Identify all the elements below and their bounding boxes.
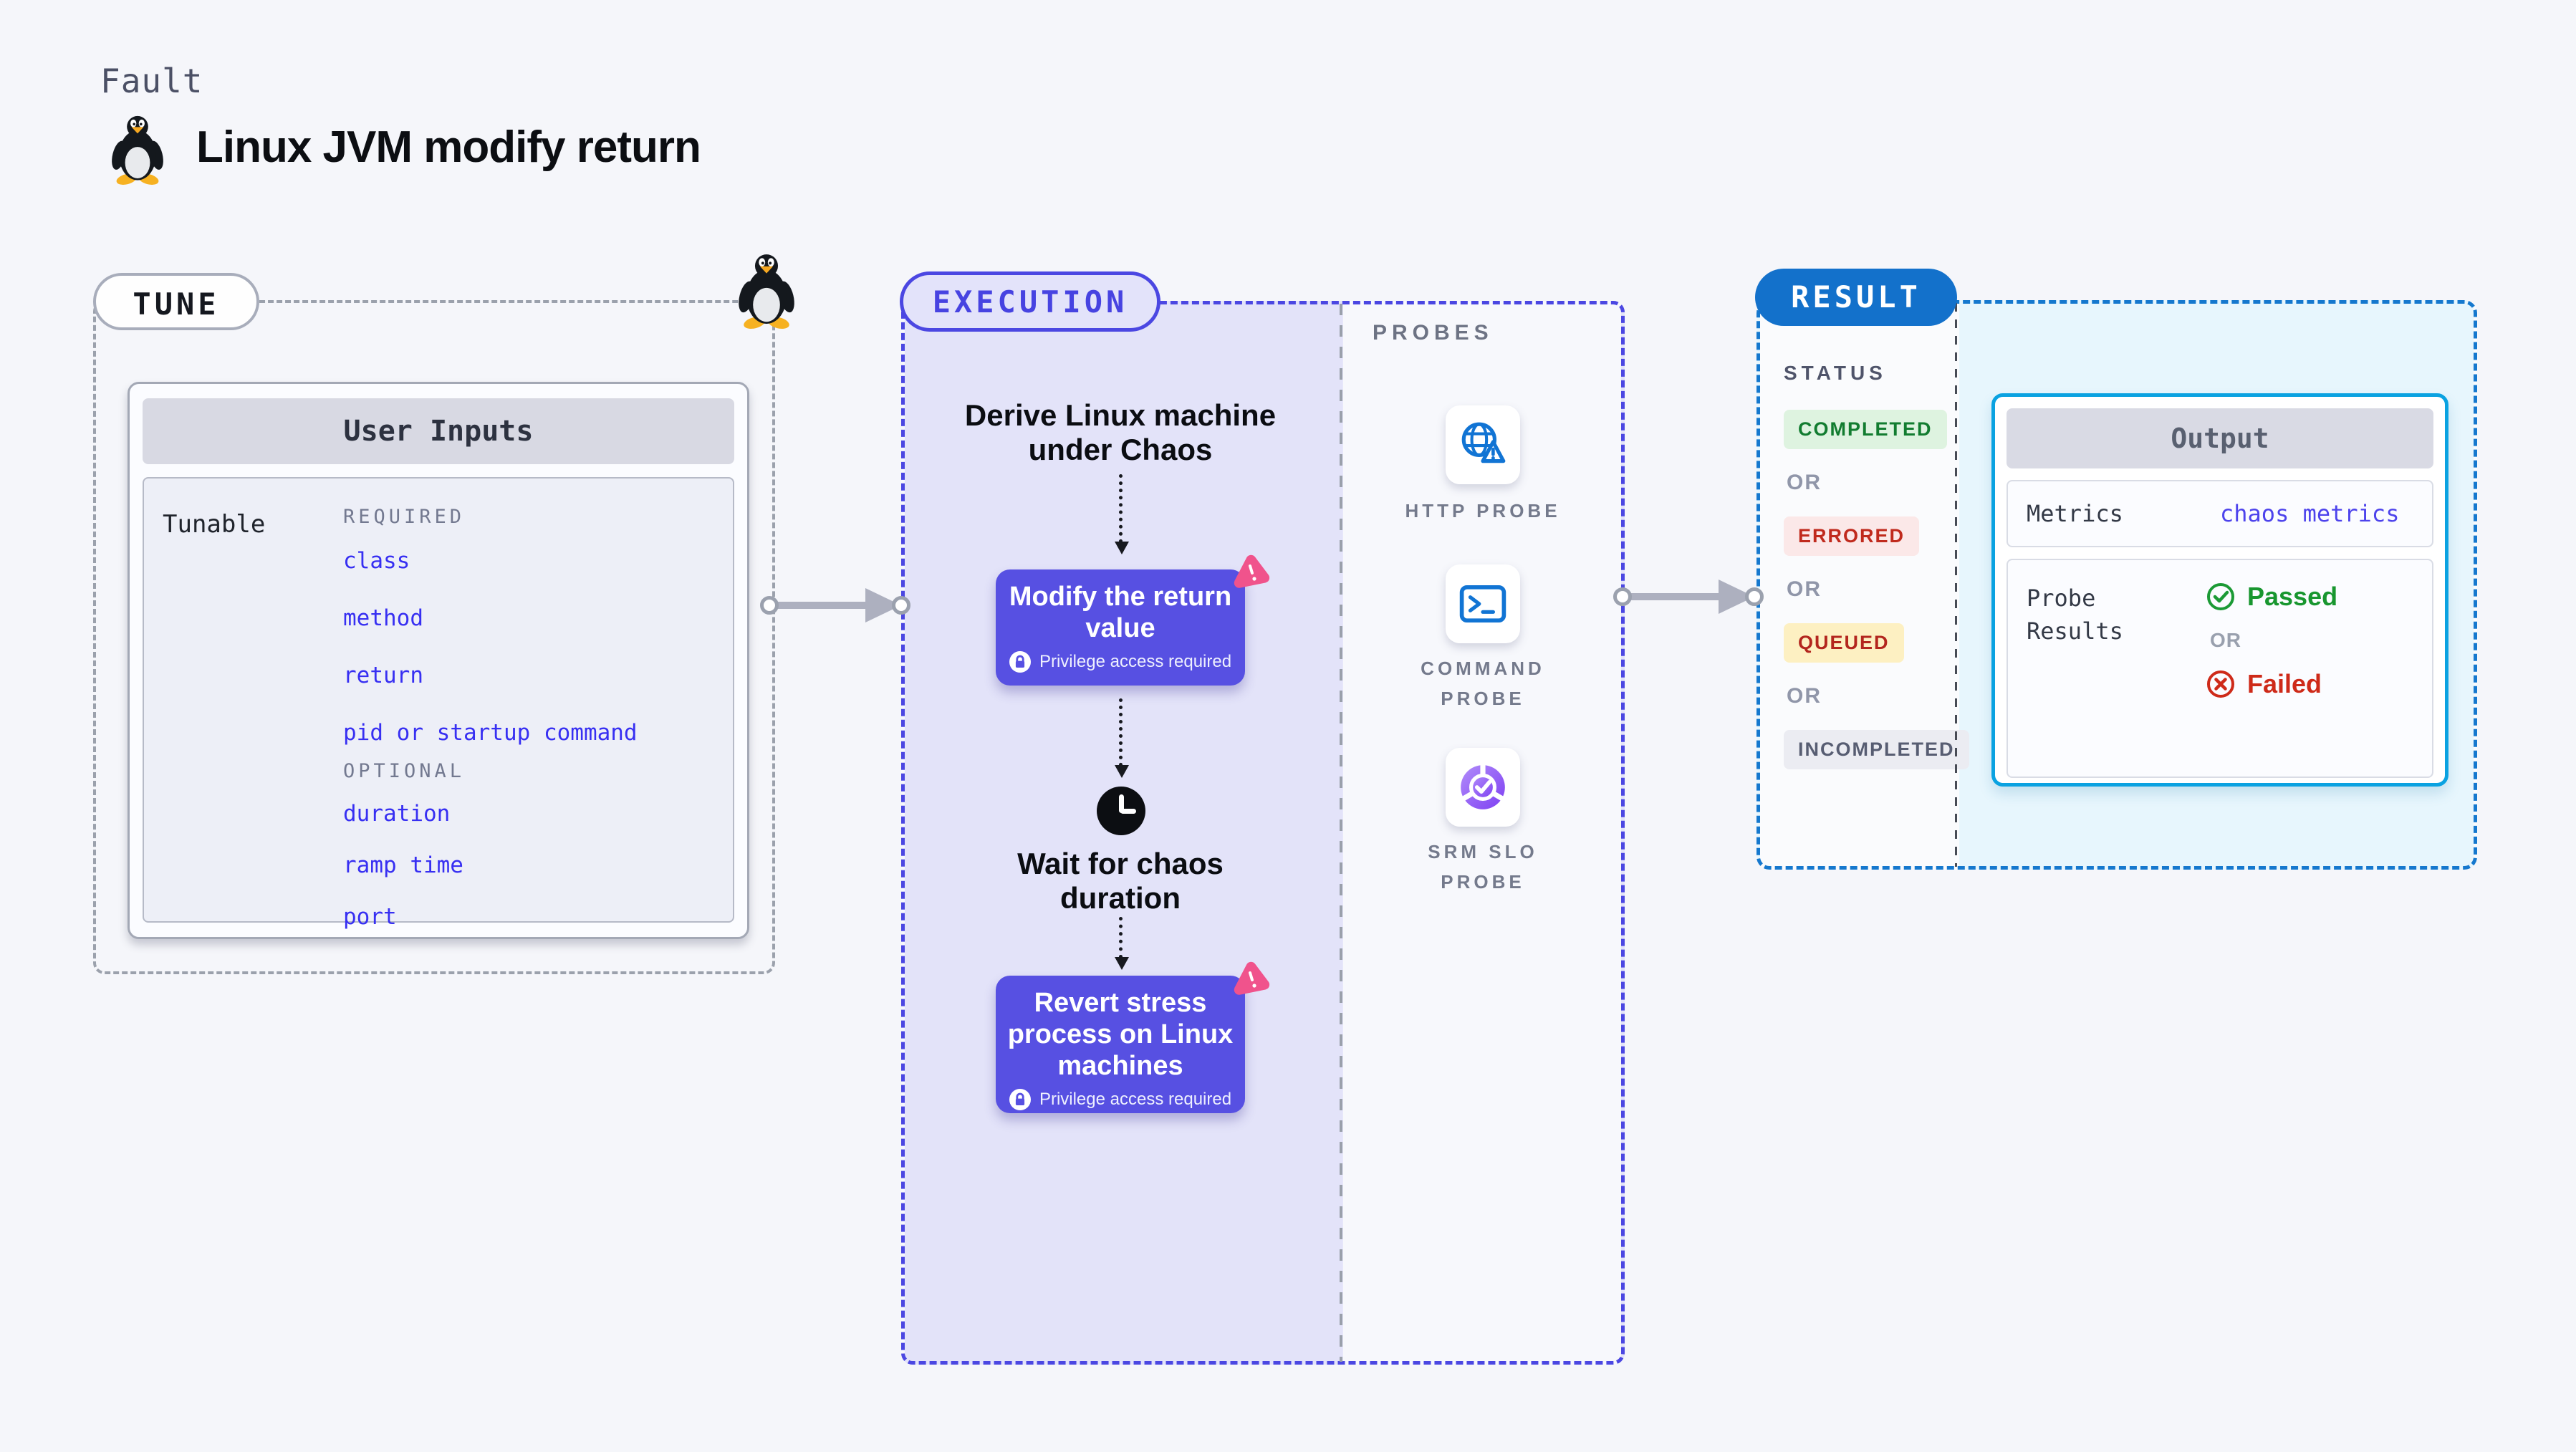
globe-alert-icon: [1461, 422, 1506, 463]
http-probe-card: [1446, 405, 1520, 484]
or-label: OR: [2210, 629, 2241, 651]
clock-icon: [1097, 787, 1145, 835]
tunable-item: port: [343, 904, 397, 930]
srm-slo-probe-card: [1446, 748, 1520, 827]
status-list: COMPLETED OR ERRORED OR QUEUED OR INCOMP…: [1784, 410, 1969, 791]
step-title: Modify the return value: [1009, 582, 1232, 643]
tunable-item: return: [343, 663, 423, 688]
or-label: OR: [1787, 577, 1822, 601]
chaos-logo-icon: [1234, 961, 1270, 995]
or-label: OR: [1787, 471, 1822, 494]
tune-section-box: [93, 300, 775, 974]
metrics-label: Metrics: [2027, 500, 2123, 527]
flow-arrow-down-icon: [1115, 474, 1129, 554]
x-circle-icon: [2207, 670, 2234, 698]
tunable-item: class: [343, 548, 410, 574]
status-badge: INCOMPLETED: [1784, 730, 1969, 769]
terminal-icon: [1459, 585, 1506, 623]
tunable-list: REQUIRED class method return pid or star…: [343, 506, 638, 956]
metrics-value: chaos metrics: [2220, 500, 2400, 527]
derive-step-text: Derive Linux machine under Chaos: [964, 398, 1277, 466]
execution-probes-divider: [1340, 304, 1342, 1362]
tunable-label: Tunable: [163, 510, 266, 539]
execution-to-result-arrow-icon: [1613, 580, 1764, 614]
required-label: REQUIRED: [343, 506, 466, 528]
failed-label: Failed: [2247, 669, 2322, 698]
command-probe-card: [1446, 564, 1520, 643]
or-label: OR: [1787, 684, 1822, 708]
tune-to-execution-arrow-icon: [760, 588, 910, 622]
check-circle-icon: [2207, 583, 2234, 610]
modify-return-step: Modify the return value Privilege access…: [996, 569, 1245, 686]
status-badge: QUEUED: [1784, 623, 1904, 663]
status-badge: ERRORED: [1784, 516, 1920, 556]
lock-icon: [1009, 651, 1031, 673]
output-card: Output Metrics chaos metrics Probe Resul…: [1991, 393, 2448, 787]
chaos-logo-icon: [1234, 554, 1270, 588]
tux-icon: [112, 115, 163, 185]
privilege-label: Privilege access required: [1039, 1090, 1232, 1109]
tunable-item: duration: [343, 801, 451, 827]
result-badge: RESULT: [1755, 269, 1957, 326]
status-label: STATUS: [1784, 362, 1887, 384]
probe-results-label: Probe Results: [2027, 585, 2123, 645]
page-title: Linux JVM modify return: [196, 122, 701, 172]
user-inputs-title: User Inputs: [143, 398, 734, 464]
probe-results-row: Probe Results Passed OR Failed: [2007, 559, 2433, 778]
execution-badge: EXECUTION: [900, 271, 1160, 332]
slo-donut-check-icon: [1460, 763, 1506, 809]
flow-arrow-down-icon: [1115, 698, 1129, 778]
user-inputs-card: User Inputs Tunable REQUIRED class metho…: [128, 382, 749, 939]
output-title: Output: [2007, 408, 2433, 468]
fault-eyebrow: Fault: [100, 62, 203, 100]
failed-line: Failed: [2206, 669, 2337, 699]
tunable-item: ramp time: [343, 852, 463, 878]
probe-label: COMMAND PROBE: [1421, 658, 1545, 709]
wait-step-text: Wait for chaos duration: [1017, 847, 1224, 915]
probe-label: HTTP PROBE: [1405, 500, 1561, 521]
tunable-panel: Tunable REQUIRED class method return pid…: [143, 477, 734, 930]
probes-label: PROBES: [1373, 321, 1494, 345]
tux-corner-icon: [739, 254, 794, 329]
flow-arrow-down-icon: [1115, 917, 1129, 970]
passed-label: Passed: [2247, 582, 2338, 611]
tunable-item: pid or startup command: [343, 720, 638, 746]
optional-label: OPTIONAL: [343, 760, 466, 782]
probe-results-values: Passed OR Failed: [2206, 582, 2337, 755]
tunable-item: method: [343, 605, 423, 631]
tune-badge: TUNE: [93, 273, 259, 330]
revert-stress-step: Revert stress process on Linux machines …: [996, 976, 1245, 1113]
status-badge: COMPLETED: [1784, 410, 1947, 449]
probe-label: SRM SLO PROBE: [1428, 841, 1538, 893]
lock-icon: [1009, 1089, 1031, 1110]
step-title: Revert stress process on Linux machines: [1007, 988, 1234, 1081]
passed-line: Passed: [2206, 582, 2337, 612]
privilege-label: Privilege access required: [1039, 652, 1232, 671]
metrics-row: Metrics chaos metrics: [2007, 480, 2433, 547]
privilege-row: Privilege access required: [996, 651, 1245, 673]
privilege-row: Privilege access required: [996, 1089, 1245, 1110]
status-output-divider: [1955, 303, 1957, 867]
